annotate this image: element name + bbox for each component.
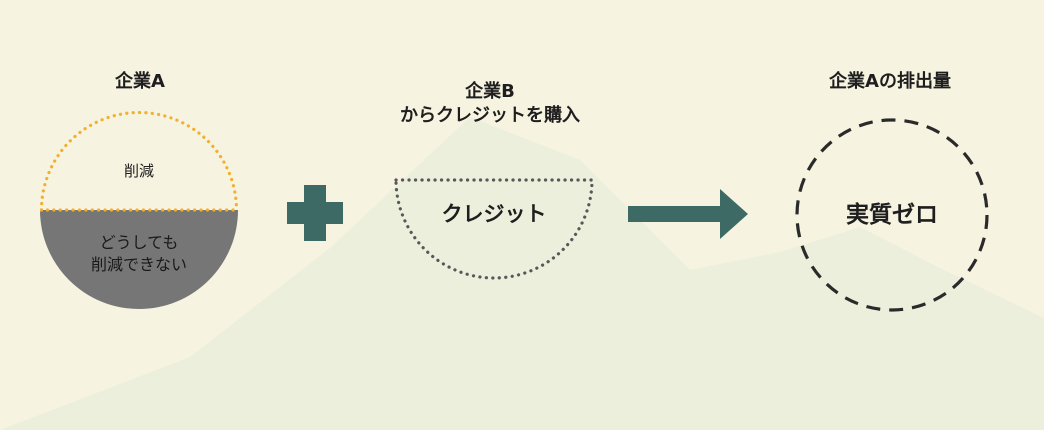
unreducible-label-line1: どうしても [99, 233, 179, 252]
net-zero-circle [795, 118, 989, 312]
unreducible-emissions-half [40, 210, 238, 309]
credit-half-circle [394, 178, 594, 280]
company-b-title: 企業B からクレジットを購入 [360, 80, 620, 128]
company-b-title-line1: 企業B [465, 81, 515, 102]
right-arrow-icon [628, 189, 748, 239]
net-zero-label: 実質ゼロ [846, 202, 938, 228]
company-a-emissions-title: 企業Aの排出量 [829, 71, 951, 92]
mountain-shape [0, 117, 1044, 430]
plus-icon [287, 185, 343, 241]
credit-label: クレジット [441, 202, 547, 226]
company-a-title: 企業A [115, 71, 165, 92]
unreducible-label-line2: 削減できない [90, 255, 187, 274]
reduced-label: 削減 [123, 162, 154, 180]
unreducible-label: どうしても 削減できない [40, 232, 238, 276]
company-b-title-line2: からクレジットを購入 [400, 105, 580, 126]
reduced-emissions-half [40, 111, 238, 212]
company-a-emissions-circle [40, 111, 238, 309]
